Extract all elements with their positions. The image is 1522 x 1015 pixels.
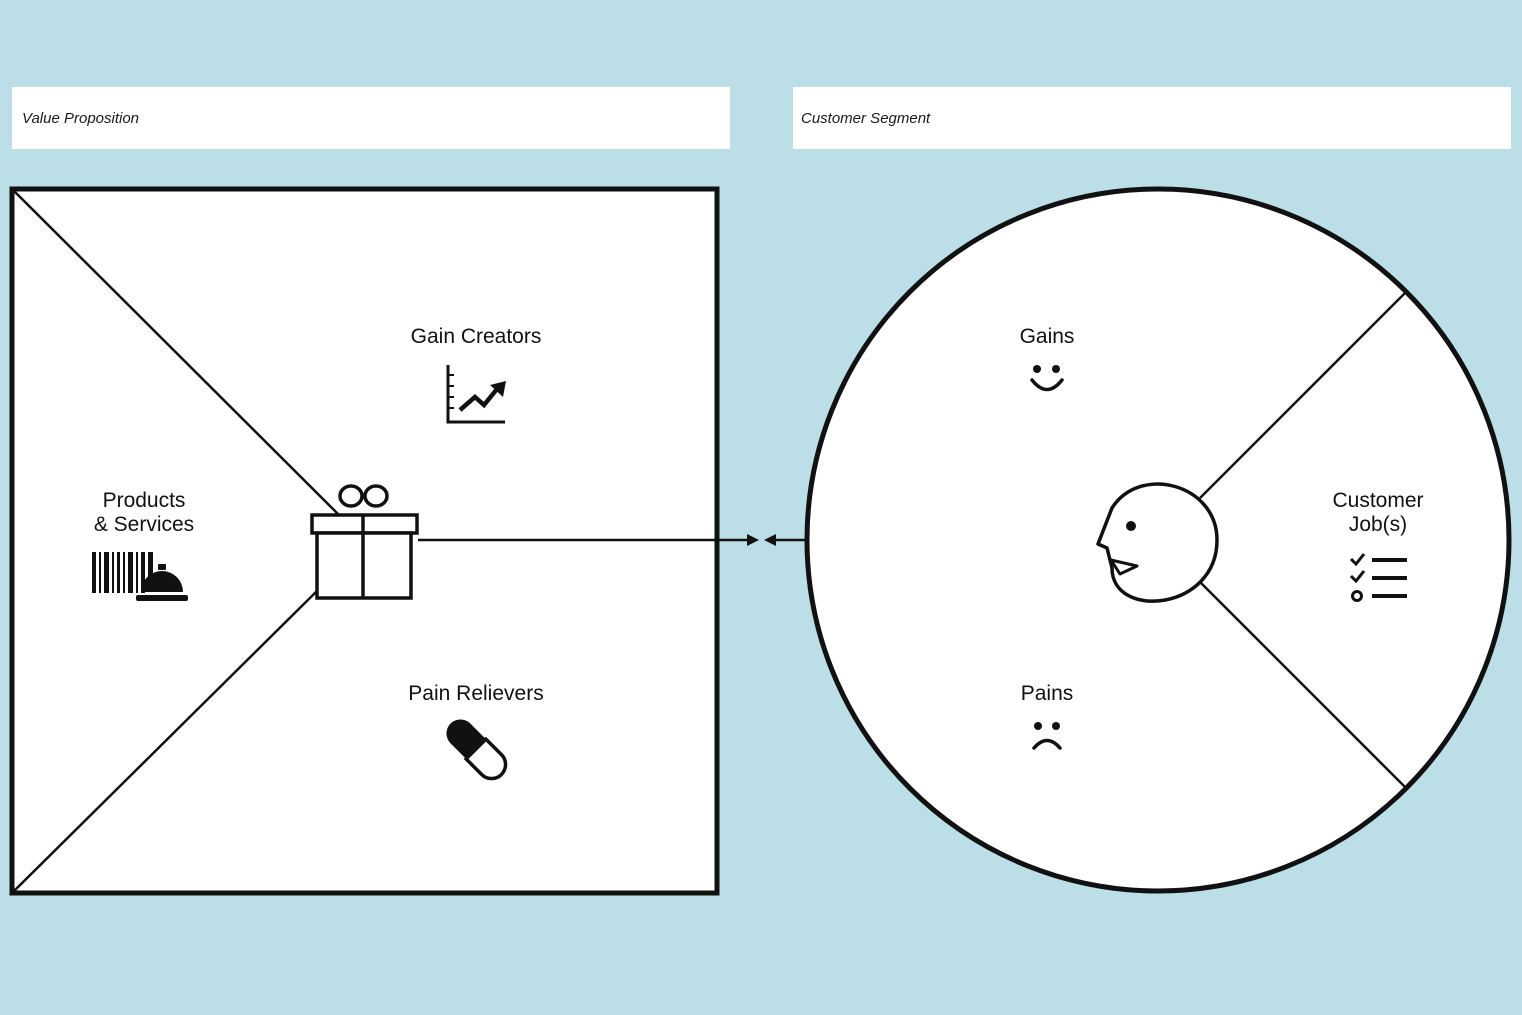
service-bell-icon bbox=[136, 564, 188, 601]
chart-up-icon bbox=[446, 365, 506, 424]
divider-upper bbox=[12, 189, 341, 517]
products-label-line1: Products bbox=[103, 489, 186, 512]
products-services-section[interactable]: Products & Services bbox=[92, 489, 194, 601]
customer-jobs-label-line2: Job(s) bbox=[1349, 513, 1407, 536]
gain-creators-section[interactable]: Gain Creators bbox=[411, 325, 542, 424]
arrowhead-right bbox=[747, 534, 759, 546]
pain-relievers-label: Pain Relievers bbox=[408, 682, 543, 705]
frown-icon bbox=[1032, 722, 1062, 750]
pain-relievers-section[interactable]: Pain Relievers bbox=[408, 682, 544, 784]
pains-section[interactable]: Pains bbox=[1021, 682, 1074, 750]
gift-icon bbox=[310, 484, 419, 600]
customer-segment-title: Customer Segment bbox=[801, 109, 931, 127]
divider-jobs-upper bbox=[1199, 291, 1407, 499]
customer-segment-title-field[interactable]: Customer Segment bbox=[793, 87, 1511, 149]
divider-lower bbox=[12, 589, 319, 893]
pill-icon bbox=[446, 719, 508, 781]
value-proposition-title: Value Proposition bbox=[22, 109, 140, 127]
customer-jobs-label-line1: Customer bbox=[1332, 489, 1423, 512]
divider-jobs-lower bbox=[1199, 581, 1407, 789]
gains-label: Gains bbox=[1020, 325, 1075, 348]
gain-creators-label: Gain Creators bbox=[411, 325, 542, 348]
customer-face-icon bbox=[1096, 482, 1219, 603]
value-proposition-title-field[interactable]: Value Proposition bbox=[12, 87, 730, 149]
arrowhead-left bbox=[764, 534, 776, 546]
gains-section[interactable]: Gains bbox=[1020, 325, 1075, 392]
customer-jobs-section[interactable]: Customer Job(s) bbox=[1332, 489, 1424, 602]
barcode-icon bbox=[92, 552, 153, 593]
products-label-line2: & Services bbox=[94, 513, 194, 536]
checklist-icon bbox=[1349, 553, 1407, 602]
smile-icon bbox=[1030, 365, 1064, 392]
pains-label: Pains bbox=[1021, 682, 1074, 705]
